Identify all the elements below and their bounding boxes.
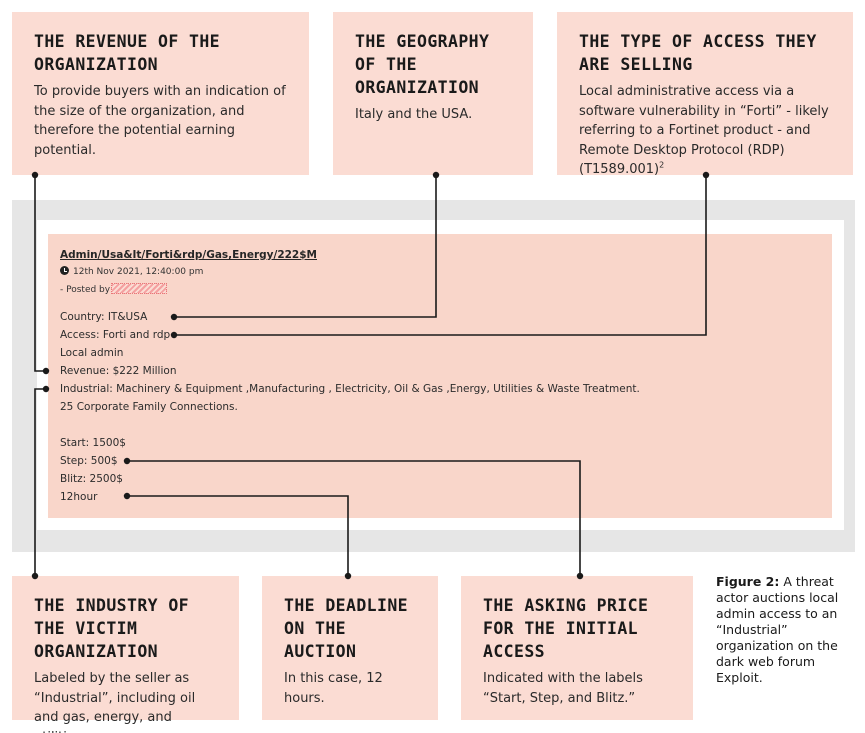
post-line-admin: Local admin (60, 347, 124, 359)
redacted-username (111, 283, 168, 294)
post-author-row: - Posted by (60, 283, 168, 295)
post-line-start: Start: 1500$ (60, 437, 126, 449)
industry-card-body: Labeled by the seller as “Industrial”, i… (34, 671, 196, 733)
geography-card-body: Italy and the USA. (355, 107, 473, 122)
deadline-card-body: In this case, 12 hours. (284, 671, 383, 706)
revenue-card-title: THE REVENUE OF THE ORGANIZATION (34, 32, 221, 74)
post-line-access: Access: Forti and rdp (60, 329, 171, 341)
clock-icon (60, 266, 69, 275)
access-card: THE TYPE OF ACCESS THEY ARE SELLING Loca… (557, 12, 853, 177)
post-line-duration: 12hour (60, 491, 98, 503)
geography-card: THE GEOGRAPHY OF THE ORGANIZATION Italy … (333, 12, 533, 175)
figure-caption-text: A threat actor auctions local admin acce… (716, 574, 839, 685)
figure-caption-label: Figure 2: (716, 574, 780, 589)
deadline-card: THE DEADLINE ON THE AUCTION In this case… (262, 576, 438, 720)
post-line-country: Country: IT&USA (60, 311, 148, 323)
access-card-text: Local administrative access via a softwa… (579, 84, 829, 177)
post-line-step: Step: 500$ (60, 455, 118, 467)
post-line-revenue: Revenue: $222 Million (60, 365, 177, 377)
access-card-body: Local administrative access via a softwa… (579, 82, 833, 180)
post-timestamp: 12th Nov 2021, 12:40:00 pm (73, 267, 204, 277)
revenue-card-body: To provide buyers with an indication of … (34, 84, 286, 158)
revenue-card: THE REVENUE OF THE ORGANIZATION To provi… (12, 12, 309, 175)
access-card-footnote: 2 (659, 160, 665, 170)
price-card-title: THE ASKING PRICE FOR THE INITIAL ACCESS (483, 596, 649, 661)
geography-card-title: THE GEOGRAPHY OF THE ORGANIZATION (355, 32, 490, 97)
post-line-blitz: Blitz: 2500$ (60, 473, 123, 485)
industry-card-title: THE INDUSTRY OF THE VICTIM ORGANIZATION (34, 596, 190, 661)
post-title-link[interactable]: Admin/Usa&It/Forti&rdp/Gas,Energy/222$M (60, 249, 317, 261)
price-card: THE ASKING PRICE FOR THE INITIAL ACCESS … (461, 576, 693, 720)
post-timestamp-row: 12th Nov 2021, 12:40:00 pm (60, 266, 203, 277)
industry-card: THE INDUSTRY OF THE VICTIM ORGANIZATION … (12, 576, 239, 733)
price-card-body: Indicated with the labels “Start, Step, … (483, 671, 643, 706)
figure-caption: Figure 2: A threat actor auctions local … (716, 574, 844, 686)
deadline-card-title: THE DEADLINE ON THE AUCTION (284, 596, 409, 661)
access-card-title: THE TYPE OF ACCESS THEY ARE SELLING (579, 32, 817, 74)
post-line-industrial: Industrial: Machinery & Equipment ,Manuf… (60, 383, 640, 395)
post-author-label: - Posted by (60, 285, 111, 295)
post-line-connections: 25 Corporate Family Connections. (60, 401, 238, 413)
